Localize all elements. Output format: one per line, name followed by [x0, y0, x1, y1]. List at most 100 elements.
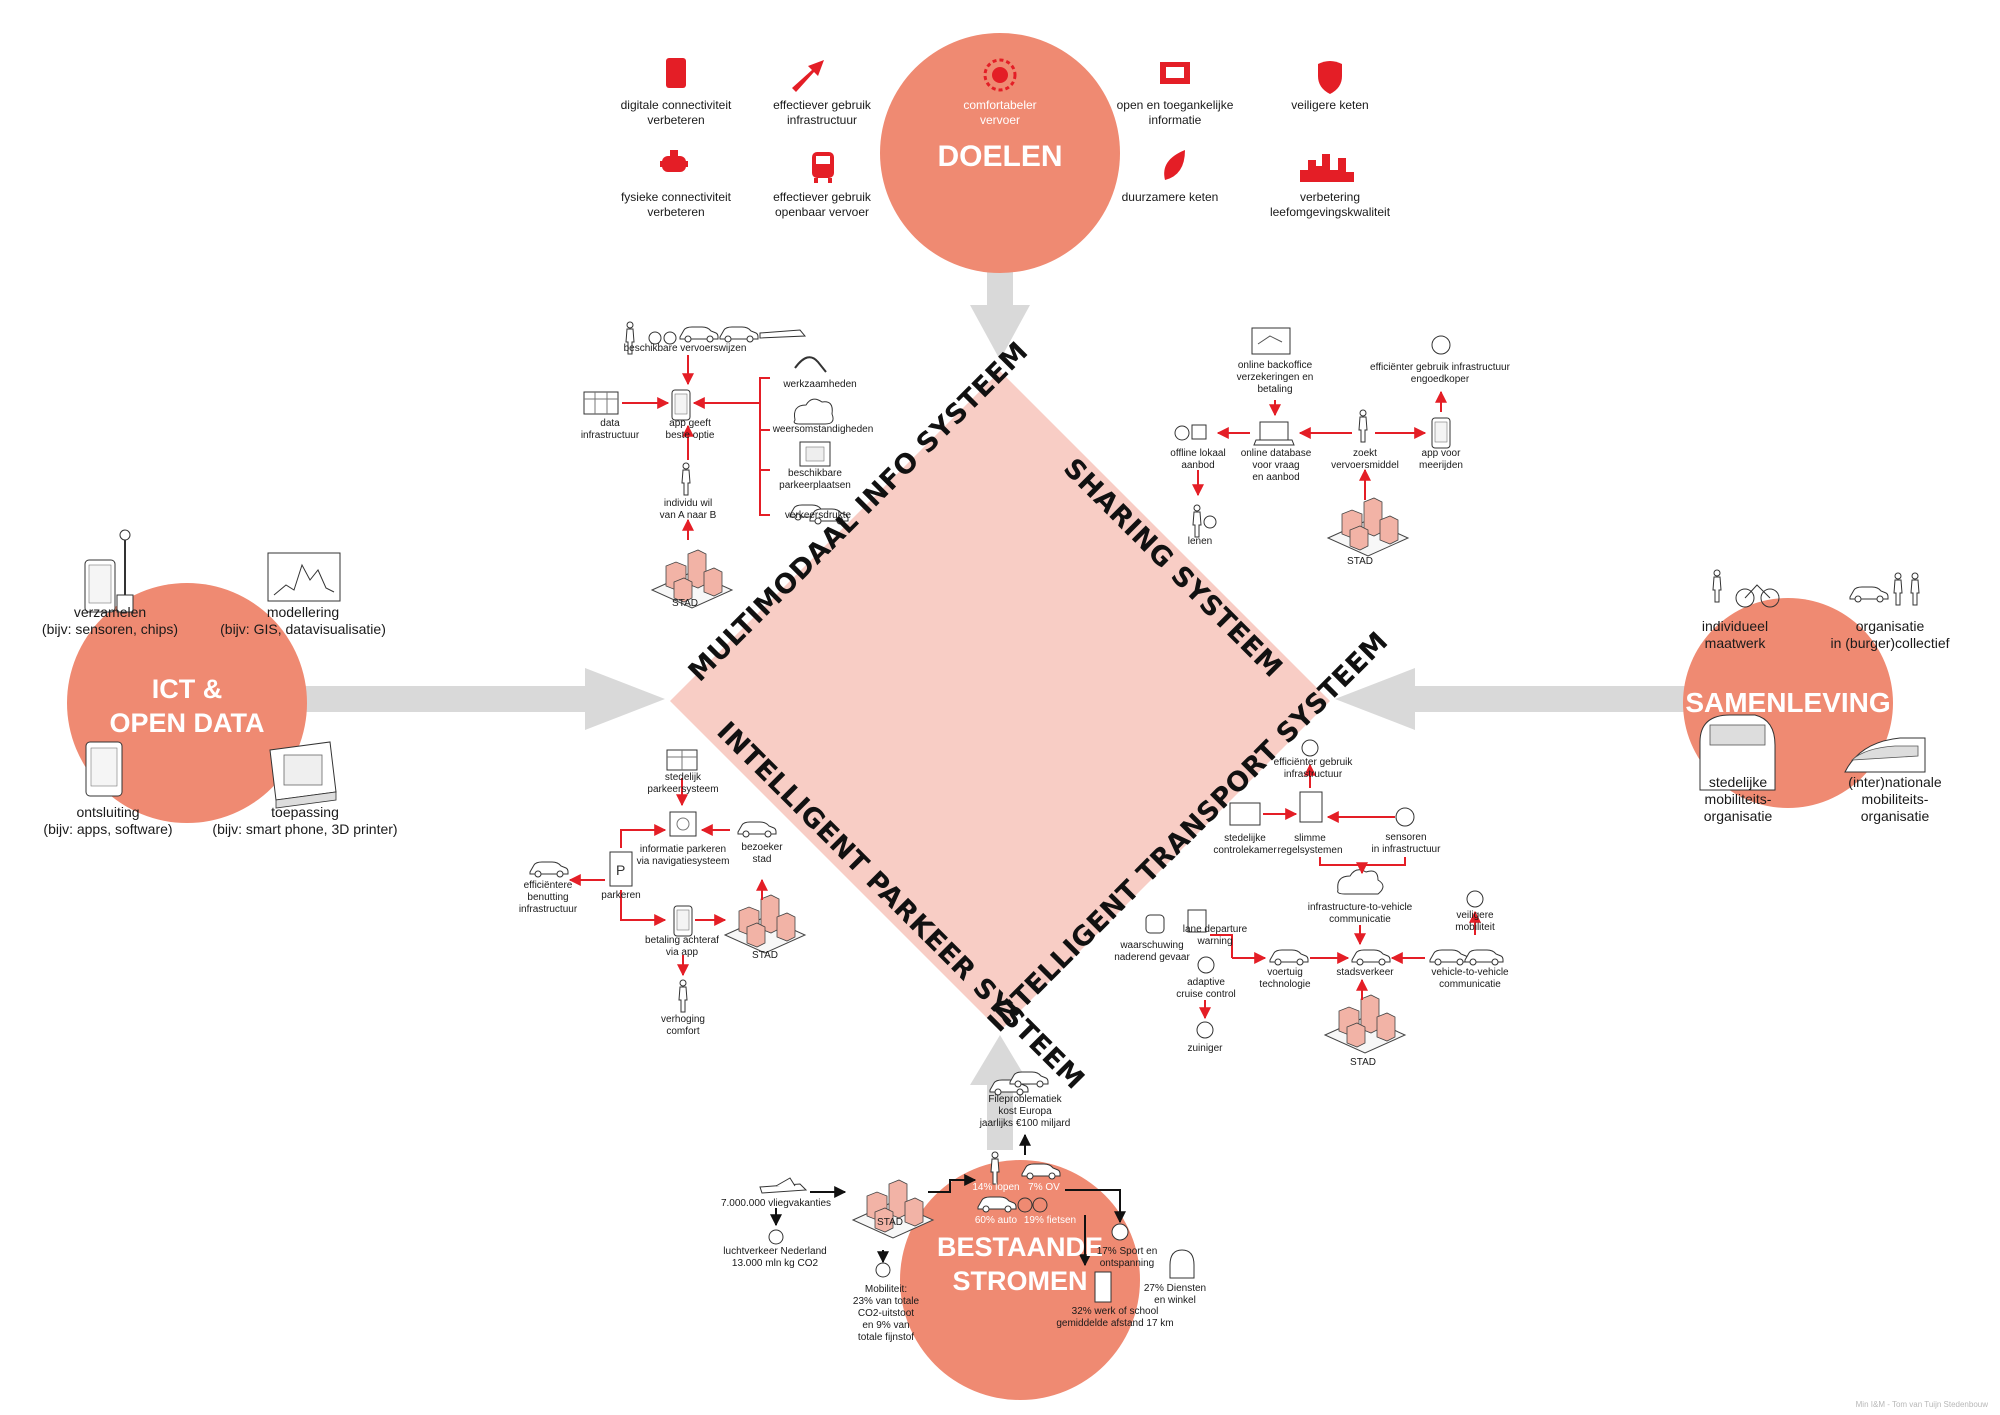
bs-fietsen: 19% fietsen: [1023, 1215, 1077, 1226]
samenleving-label-organisatie: organisatie in (burger)collectief: [1830, 618, 1950, 651]
parkeer-diagram: P: [529, 749, 806, 1013]
tablet-icon: [85, 741, 123, 797]
tr-v2v: vehicle-to-vehicle communicatie: [1431, 967, 1509, 990]
doelen-label-openbaar: effectiever gebruik openbaar vervoer: [773, 190, 871, 219]
arrow-left: [300, 668, 665, 730]
samenleving-title: SAMENLEVING: [1685, 687, 1891, 718]
phone-icon: [666, 58, 686, 88]
central-diamond: [670, 371, 1330, 1031]
ict-label-ontsluiting: ontsluiting (bijv: apps, software): [43, 804, 173, 837]
ict-label-toepassing: toepassing (bijv: smart phone, 3D printe…: [212, 804, 398, 837]
sh-meerijden: app voor meerijden: [1419, 448, 1463, 471]
doelen-label-leefomgeving: verbetering leefomgevingskwaliteit: [1269, 190, 1391, 219]
mm-vervoerswijzen: beschikbare vervoerswijzen: [623, 343, 747, 354]
multimodaal-diagram: [583, 321, 849, 609]
shield-icon: [1318, 61, 1342, 94]
city-skyline-icon: [1300, 154, 1354, 182]
bs-ov: 7% OV: [1028, 1182, 1060, 1193]
tr-efficienter: efficiënter gebruik infrastructuur: [1273, 757, 1353, 780]
transport-diagram: [1145, 739, 1504, 1054]
3d-printer-icon: [269, 741, 337, 809]
mm-individu: individu wil van A naar B: [659, 498, 717, 521]
high-speed-train-icon: [1844, 737, 1926, 773]
mm-stad: STAD: [672, 598, 698, 609]
bestaande-circle: [900, 1160, 1140, 1400]
pk-betaling: betaling achteraf via app: [645, 935, 719, 958]
bs-file: Fileproblematiek kost Europa jaarlijks €…: [979, 1094, 1071, 1129]
tram-icon: [1699, 714, 1776, 791]
sh-stad: STAD: [1347, 556, 1373, 567]
mm-data: data infrastructuur: [580, 418, 640, 441]
bestaande-diagram: [759, 1071, 1195, 1303]
doelen-label-duurzamere: duurzamere keten: [1121, 190, 1219, 204]
bs-lopen: 14% lopen: [972, 1182, 1020, 1193]
pk-bezoeker: bezoeker stad: [741, 842, 783, 865]
credit-text: Min I&M - Tom van Tuijn Stedenbouw: [1855, 1400, 1988, 1409]
graph-monitor-icon: [267, 552, 341, 602]
sh-offline: offline lokaal aanbod: [1170, 448, 1226, 471]
arrow-right: [1335, 668, 1730, 730]
bs-werk: 32% werk of school gemiddelde afstand 17…: [1056, 1306, 1174, 1329]
bs-stad: STAD: [877, 1217, 903, 1228]
samenleving-label-internationale: (inter)nationale mobiliteits- organisati…: [1848, 774, 1942, 824]
tr-stadsverkeer: stadsverkeer: [1336, 967, 1394, 978]
tr-regelsystemen: slimme regelsystemen: [1277, 833, 1343, 856]
tr-stad: STAD: [1350, 1057, 1376, 1068]
tr-veiligere: veiligere mobiliteit: [1455, 910, 1495, 933]
tr-controlekamer: stedelijke controlekamer: [1213, 833, 1277, 856]
sh-backoffice: online backoffice verzekeringen en betal…: [1236, 360, 1314, 395]
doelen-label-fysieke: fysieke connectiviteit verbeteren: [620, 190, 732, 219]
bs-auto: 60% auto: [974, 1215, 1018, 1226]
tr-lane: lane departure warning: [1182, 924, 1248, 947]
tr-waarschuwing: waarschuwing naderend gevaar: [1114, 940, 1190, 963]
train-icon: [812, 152, 834, 183]
mm-app: app geeft beste optie: [665, 418, 715, 441]
doelen-label-comfort: comfortabeler vervoer: [963, 98, 1037, 127]
sun-icon: [983, 58, 1017, 92]
road-arrow-icon: [792, 60, 824, 92]
doelen-label-infrastructuur: effectiever gebruik infrastructuur: [773, 98, 871, 127]
mm-werkzaamheden: werkzaamheden: [783, 379, 857, 390]
bs-luchtverkeer: luchtverkeer Nederland 13.000 mln kg CO2: [723, 1246, 827, 1269]
pk-systeem: stedelijk parkeersysteem: [647, 772, 719, 795]
mm-verkeersdrukte: verkeersdrukte: [784, 510, 852, 521]
tr-adaptive: adaptive cruise control: [1176, 977, 1236, 1000]
bs-mobiliteit: Mobiliteit: 23% van totale CO2-uitstoot …: [852, 1284, 920, 1343]
sensor-phone-icon: [84, 529, 134, 613]
doelen-title: DOELEN: [937, 140, 1063, 173]
samenleving-label-stedelijke: stedelijke mobiliteits- organisatie: [1703, 774, 1773, 824]
bs-sport: 17% Sport en ontspanning: [1096, 1246, 1158, 1269]
bs-diensten: 27% Diensten en winkel: [1143, 1283, 1207, 1306]
tr-voertuig: voertuig technologie: [1259, 967, 1311, 990]
bestaande-title: BESTAANDE STROMEN: [936, 1232, 1103, 1296]
ict-label-modellering: modellering (bijv: GIS, datavisualisatie…: [220, 604, 386, 637]
pk-stad: STAD: [752, 950, 778, 961]
pk-informatie: informatie parkeren via navigatiesysteem: [636, 844, 730, 867]
sharing-diagram: [1174, 327, 1451, 557]
ict-label-verzamelen: verzamelen (bijv: sensoren, chips): [41, 604, 179, 637]
pk-parkeren: parkeren: [601, 890, 641, 901]
sh-zoekt: zoekt vervoersmiddel: [1331, 448, 1399, 471]
leaf-icon: [1163, 150, 1185, 183]
sh-database: online database voor vraag en aanbod: [1240, 448, 1312, 483]
sh-lenen: lenen: [1187, 536, 1213, 547]
pk-verhoging: verhoging comfort: [661, 1014, 705, 1037]
pk-efficientere: efficiëntere benutting infrastructuur: [518, 880, 578, 915]
tr-sensoren: sensoren in infrastructuur: [1371, 832, 1441, 855]
ict-circle: [67, 583, 307, 823]
tr-zuiniger: zuiniger: [1187, 1043, 1223, 1054]
shared-car-icon: [1849, 572, 1920, 606]
samenleving-label-individueel: individueel maatwerk: [1701, 618, 1769, 651]
mm-parkeerplaatsen: beschikbare parkeerplaatsen: [779, 468, 851, 491]
doelen-circle: [880, 33, 1120, 273]
mm-weersomstandigheden: weersomstandigheden: [772, 424, 874, 435]
ict-title: ICT & OPEN DATA: [109, 674, 265, 738]
sh-efficienter: efficiënter gebruik infrastructuur engoe…: [1370, 362, 1510, 385]
plug-icon: [660, 150, 688, 172]
doelen-label-digitale: digitale connectiviteit verbeteren: [620, 98, 732, 127]
doelen-label-informatie: open en toegankelijke informatie: [1116, 98, 1234, 127]
svg-text:P: P: [616, 862, 625, 878]
cyclist-icon: [1712, 569, 1780, 608]
bs-vliegvakanties: 7.000.000 vliegvakanties: [720, 1198, 832, 1209]
